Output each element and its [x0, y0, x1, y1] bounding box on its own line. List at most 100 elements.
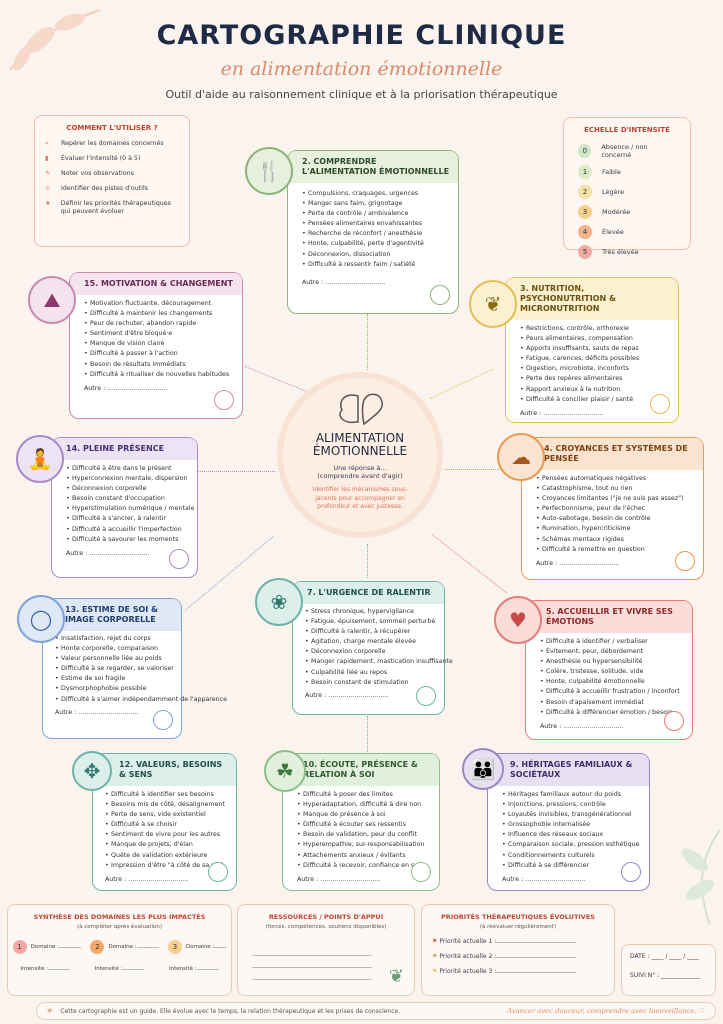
- followup-field[interactable]: SUIVI N° : _____________: [630, 972, 701, 979]
- card-list-item: Perte des repères alimentaires: [520, 374, 664, 384]
- card-list-item: Digestion, microbiote, inconforts: [520, 364, 664, 374]
- card-list-item: Insatisfaction, rejet du corps: [55, 634, 169, 644]
- card-list-item: Hyperadaptation, difficulté à dire non: [297, 800, 425, 810]
- card-list-item: Difficulté à s'ancrer, à ralentir: [66, 514, 183, 524]
- rating-circle[interactable]: [214, 390, 234, 410]
- card-emotions: 5. ACCUEILLIR ET VIVRE SES ÉMOTIONS Diff…: [525, 600, 693, 740]
- card-presence: 14. PLEINE PRÉSENCE Difficulté à être da…: [51, 437, 198, 578]
- card-list: Restrictions, contrôle, orthorexiePeurs …: [506, 320, 678, 409]
- rating-circle[interactable]: [675, 551, 695, 571]
- heart-icon: ♥: [494, 596, 542, 644]
- card-title: 5. ACCUEILLIR ET VIVRE SES ÉMOTIONS: [526, 601, 692, 633]
- card-list-item: Manque de vision claire: [84, 339, 228, 349]
- priority-label: Priorité actuelle 2 :: [439, 953, 497, 960]
- page-title: CARTOGRAPHIE CLINIQUE: [156, 20, 567, 51]
- scale-label: Élevée: [602, 228, 624, 236]
- card-list: Difficulté à poser des limitesHyperadapt…: [283, 786, 439, 875]
- scale-number: 4: [578, 225, 592, 239]
- card-list-item: Manque de projets, d'élan: [105, 840, 224, 850]
- autre-label: Autre : ..............................: [305, 691, 389, 699]
- rating-circle[interactable]: [621, 862, 641, 882]
- leaf-decoration-top-left: [9, 9, 101, 71]
- star-icon: ★: [45, 200, 51, 207]
- card-list-item: Difficulté à accueillir l'imperfection: [66, 525, 183, 535]
- card-list-item: Difficulté à accueillir frustration / in…: [540, 687, 680, 697]
- footer-quote: Avancer avec douceur, comprendre avec bi…: [507, 1007, 705, 1015]
- autre-label: Autre : ..............................: [55, 708, 139, 716]
- card-list-item: Honte corporelle, comparaison: [55, 644, 169, 654]
- rating-circle[interactable]: [153, 710, 173, 730]
- autre-label: Autre : ..............................: [297, 875, 381, 883]
- flag-icon: ⚑: [432, 938, 438, 945]
- card-list-item: Attachements anxieux / évitants: [297, 851, 425, 861]
- date-field[interactable]: DATE : ____ / ____ / ____: [630, 953, 700, 960]
- card-title: 15. MOTIVATION & CHANGEMENT: [70, 273, 242, 295]
- autre-label: Autre : ..............................: [105, 875, 189, 883]
- card-list-item: Culpabilité liée au repos: [305, 668, 432, 678]
- domain-label: Domaine :: [108, 944, 137, 950]
- card-list: Pensées automatiques négativesCatastroph…: [522, 470, 703, 559]
- card-title: 13. ESTIME DE SOI & IMAGE CORPORELLE: [43, 599, 181, 631]
- rating-circle[interactable]: [169, 549, 189, 569]
- card-list-item: Conditionnements culturels: [502, 851, 635, 861]
- scale-number: 1: [578, 165, 592, 179]
- rating-circle[interactable]: [411, 862, 431, 882]
- priority-label: Priorité actuelle 1 :: [439, 938, 497, 945]
- card-list-item: Difficulté à se regarder, se valoriser: [55, 664, 174, 674]
- card-list-item: Difficulté à ritualiser de nouvelles hab…: [84, 370, 229, 380]
- card-list-item: Manger sans faim, grignotage: [302, 199, 444, 209]
- flag-icon: ⚑: [432, 953, 438, 960]
- card-list-item: Besoin constant d'occupation: [66, 494, 183, 504]
- card-list-item: Déconnexion, dissociation: [302, 250, 444, 260]
- brain-heart-icon: [339, 393, 383, 426]
- card-title: 9. HÉRITAGES FAMILIAUX & SOCIÉTAUX: [488, 754, 649, 786]
- rating-circle[interactable]: [650, 394, 670, 414]
- card-list-item: Rapport anxieux à la nutrition: [520, 385, 664, 395]
- card-estime: 13. ESTIME DE SOI & IMAGE CORPORELLE Ins…: [42, 598, 227, 739]
- card-list-item: Honte, culpabilité émotionnelle: [540, 677, 678, 687]
- center-line3: Identifier les mécanismes sous-jacents p…: [312, 486, 408, 510]
- card-list-item: Quête de validation extérieure: [105, 851, 224, 861]
- autre-label: Autre : ..............................: [302, 278, 386, 286]
- card-list-item: Colère, tristesse, solitude, vide: [540, 667, 678, 677]
- scale-label: Faible: [602, 168, 621, 176]
- synthesis-title: SYNTHÈSE DES DOMAINES LES PLUS IMPACTÉS: [33, 913, 206, 921]
- autre-label: Autre : ..............................: [540, 722, 624, 730]
- resources-panel: RESSOURCES / POINTS D'APPUI (forces, com…: [237, 904, 415, 996]
- sprout-icon: ☘: [264, 750, 306, 792]
- rating-circle[interactable]: [208, 862, 228, 882]
- connector: [367, 544, 368, 578]
- scale-number: 0: [578, 144, 592, 158]
- scale-label: Absence / non concerné: [601, 143, 648, 159]
- card-comprendre: 2. COMPRENDRE L'ALIMENTATION ÉMOTIONNELL…: [287, 150, 459, 314]
- card-list-item: Perfectionnisme, peur de l'échec: [536, 504, 689, 514]
- magnifier-icon: ⌕: [45, 140, 49, 147]
- card-list: Motivation fluctuante, découragementDiff…: [70, 295, 242, 384]
- page-tagline: Outil d'aide au raisonnement clinique et…: [165, 88, 558, 101]
- card-list-item: Perte de contrôle / ambivalence: [302, 209, 444, 219]
- heart-icon: ♥: [47, 1007, 53, 1015]
- date-panel: DATE : ____ / ____ / ____ SUIVI N° : ___…: [621, 944, 716, 996]
- rating-circle[interactable]: [430, 285, 450, 305]
- card-list-item: Hyperconnexion mentale, dispersion: [66, 474, 187, 484]
- card-list-item: Difficulté à se différencier: [502, 861, 635, 871]
- scale-row: 4 Élevée: [578, 225, 676, 239]
- rating-circle[interactable]: [416, 686, 436, 706]
- card-list-item: Pensées automatiques négatives: [536, 474, 689, 484]
- card-title: 4. CROYANCES ET SYSTÈMES DE PENSÉE: [522, 438, 703, 470]
- card-motivation: 15. MOTIVATION & CHANGEMENT Motivation f…: [69, 272, 243, 419]
- card-list: Difficulté à être dans le présentHyperco…: [52, 460, 197, 549]
- card-list-item: Dysmorphophobie possible: [55, 684, 169, 694]
- rating-circle[interactable]: [664, 711, 684, 731]
- mountain-flag-icon: ⛰: [28, 276, 76, 324]
- howto-item: Évaluer l'intensité (0 à 5): [61, 155, 141, 162]
- center-line2: (comprendre avant d'agir): [317, 472, 403, 480]
- card-list-item: Difficulté à maintenir les changements: [84, 309, 228, 319]
- meditation-icon: 🧘: [16, 435, 64, 483]
- autre-label: Autre : ..............................: [520, 409, 604, 417]
- scale-number: 3: [578, 205, 592, 219]
- card-list-item: Difficulté à ralentir, à récupérer: [305, 627, 432, 637]
- autre-label: Autre : ..............................: [84, 384, 168, 392]
- card-list-item: Difficulté à identifier / verbaliser: [540, 637, 678, 647]
